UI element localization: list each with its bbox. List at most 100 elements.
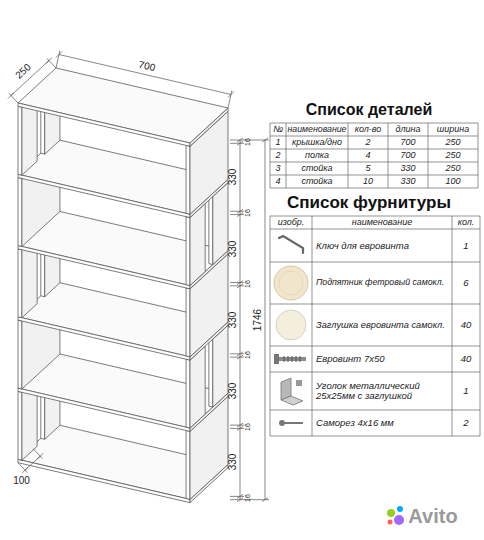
extension-line	[230, 353, 244, 354]
table-rule	[270, 175, 478, 176]
watermark-logo	[387, 506, 404, 525]
dimension-tick	[237, 423, 243, 427]
table-cell: 250	[445, 151, 460, 161]
table-rule	[478, 123, 479, 188]
dimension-value: 100	[13, 474, 30, 485]
dimension-tick	[237, 284, 243, 288]
shelf-panel	[18, 249, 22, 318]
table-rule	[270, 346, 480, 347]
felt-pad-icon	[274, 266, 308, 300]
table-rule	[270, 123, 271, 188]
dimension-tick	[237, 494, 243, 498]
dimension-tick	[22, 467, 28, 473]
cap	[276, 310, 306, 340]
shelf-panel	[18, 320, 22, 389]
dimension-value: 330	[227, 311, 238, 328]
dimension-tick	[237, 209, 243, 213]
hardware-quantity: 6	[463, 278, 468, 288]
shelf-panel	[186, 145, 190, 214]
bracket-cap	[296, 380, 302, 386]
extension-line	[230, 425, 244, 426]
extension-line	[9, 93, 18, 103]
table-heading: Список деталей	[306, 101, 432, 119]
table-header: ширина	[437, 125, 469, 135]
table-cell: 250	[445, 164, 460, 174]
shelf-panel	[18, 103, 190, 146]
dimension-tick	[237, 141, 243, 145]
logo-dot	[388, 520, 393, 525]
table-rule	[480, 216, 481, 436]
table-cell: 700	[400, 138, 415, 148]
extension-line	[230, 496, 244, 497]
extension-line	[228, 90, 232, 108]
dimension-tick	[46, 58, 52, 64]
extension-line	[56, 50, 60, 68]
table-rule	[428, 123, 429, 188]
table-rule	[270, 162, 478, 163]
dimension-tick	[56, 52, 62, 58]
dimension-value: 330	[227, 454, 238, 471]
dimension-tick	[262, 138, 268, 142]
dimension-tick	[237, 498, 243, 502]
table-rule	[270, 304, 480, 305]
eurovint-icon	[274, 354, 306, 364]
extension-line	[230, 282, 244, 283]
table-cell: полка	[305, 151, 329, 161]
logo-dot	[394, 515, 404, 525]
extension-line	[230, 211, 244, 212]
dimension-tick	[237, 281, 243, 285]
table-cell: стойка	[301, 177, 332, 187]
table-header: изобр.	[278, 218, 305, 228]
dimension-value: 16	[244, 352, 252, 360]
section-heading: Список фурнитуры	[287, 194, 451, 213]
shelf-panel	[18, 68, 228, 143]
hardware-quantity: 1	[463, 386, 468, 396]
shelf-panel	[18, 317, 190, 360]
table-rule	[270, 229, 480, 230]
table-cell: стойка	[301, 164, 332, 174]
hardware-name: Евровинт 7x50	[316, 354, 385, 364]
key-icon	[279, 236, 303, 253]
dimension-value: 700	[137, 59, 156, 73]
table-rule	[270, 216, 480, 217]
table-header: №	[273, 125, 283, 135]
table-cell: 330	[400, 177, 415, 187]
shelf-panel	[18, 174, 190, 217]
screw-shank	[279, 357, 306, 361]
table-rule	[270, 188, 478, 189]
shelf-panel	[209, 338, 213, 407]
table-cell: крышка/дно	[292, 138, 342, 148]
dimension-value: 330	[227, 169, 238, 186]
dimension-line	[265, 140, 266, 500]
dimension-value: 16	[244, 138, 252, 146]
table-rule	[270, 262, 480, 263]
table-rule	[452, 216, 453, 436]
table-header: длина	[395, 125, 420, 135]
hardware-quantity: 2	[463, 418, 468, 428]
screw-icon	[279, 420, 303, 426]
table-rule	[270, 216, 271, 436]
dimension-tick	[237, 213, 243, 217]
watermark: Avito	[408, 505, 457, 527]
dimension-value: 16	[244, 423, 252, 431]
table-cell: 4	[275, 177, 280, 187]
extension-line	[47, 58, 56, 68]
dimension-tick	[237, 355, 243, 359]
dimension-tick	[228, 92, 234, 98]
extension-line	[33, 449, 42, 459]
dimension-line	[240, 140, 241, 500]
table-rule	[270, 372, 480, 373]
table-header: кол-во	[355, 125, 382, 135]
hardware-name: Ключ для евровинта	[316, 240, 409, 250]
dimension-value: 330	[227, 240, 238, 257]
logo-dot	[397, 506, 403, 512]
logo-dot	[387, 509, 395, 517]
hardware-quantity: 40	[461, 320, 472, 330]
table-rule	[270, 123, 478, 124]
dimension-tick	[37, 453, 43, 459]
table-cell: 2	[365, 138, 370, 148]
felt-pad-ring	[279, 271, 303, 295]
table-rule	[270, 410, 480, 411]
